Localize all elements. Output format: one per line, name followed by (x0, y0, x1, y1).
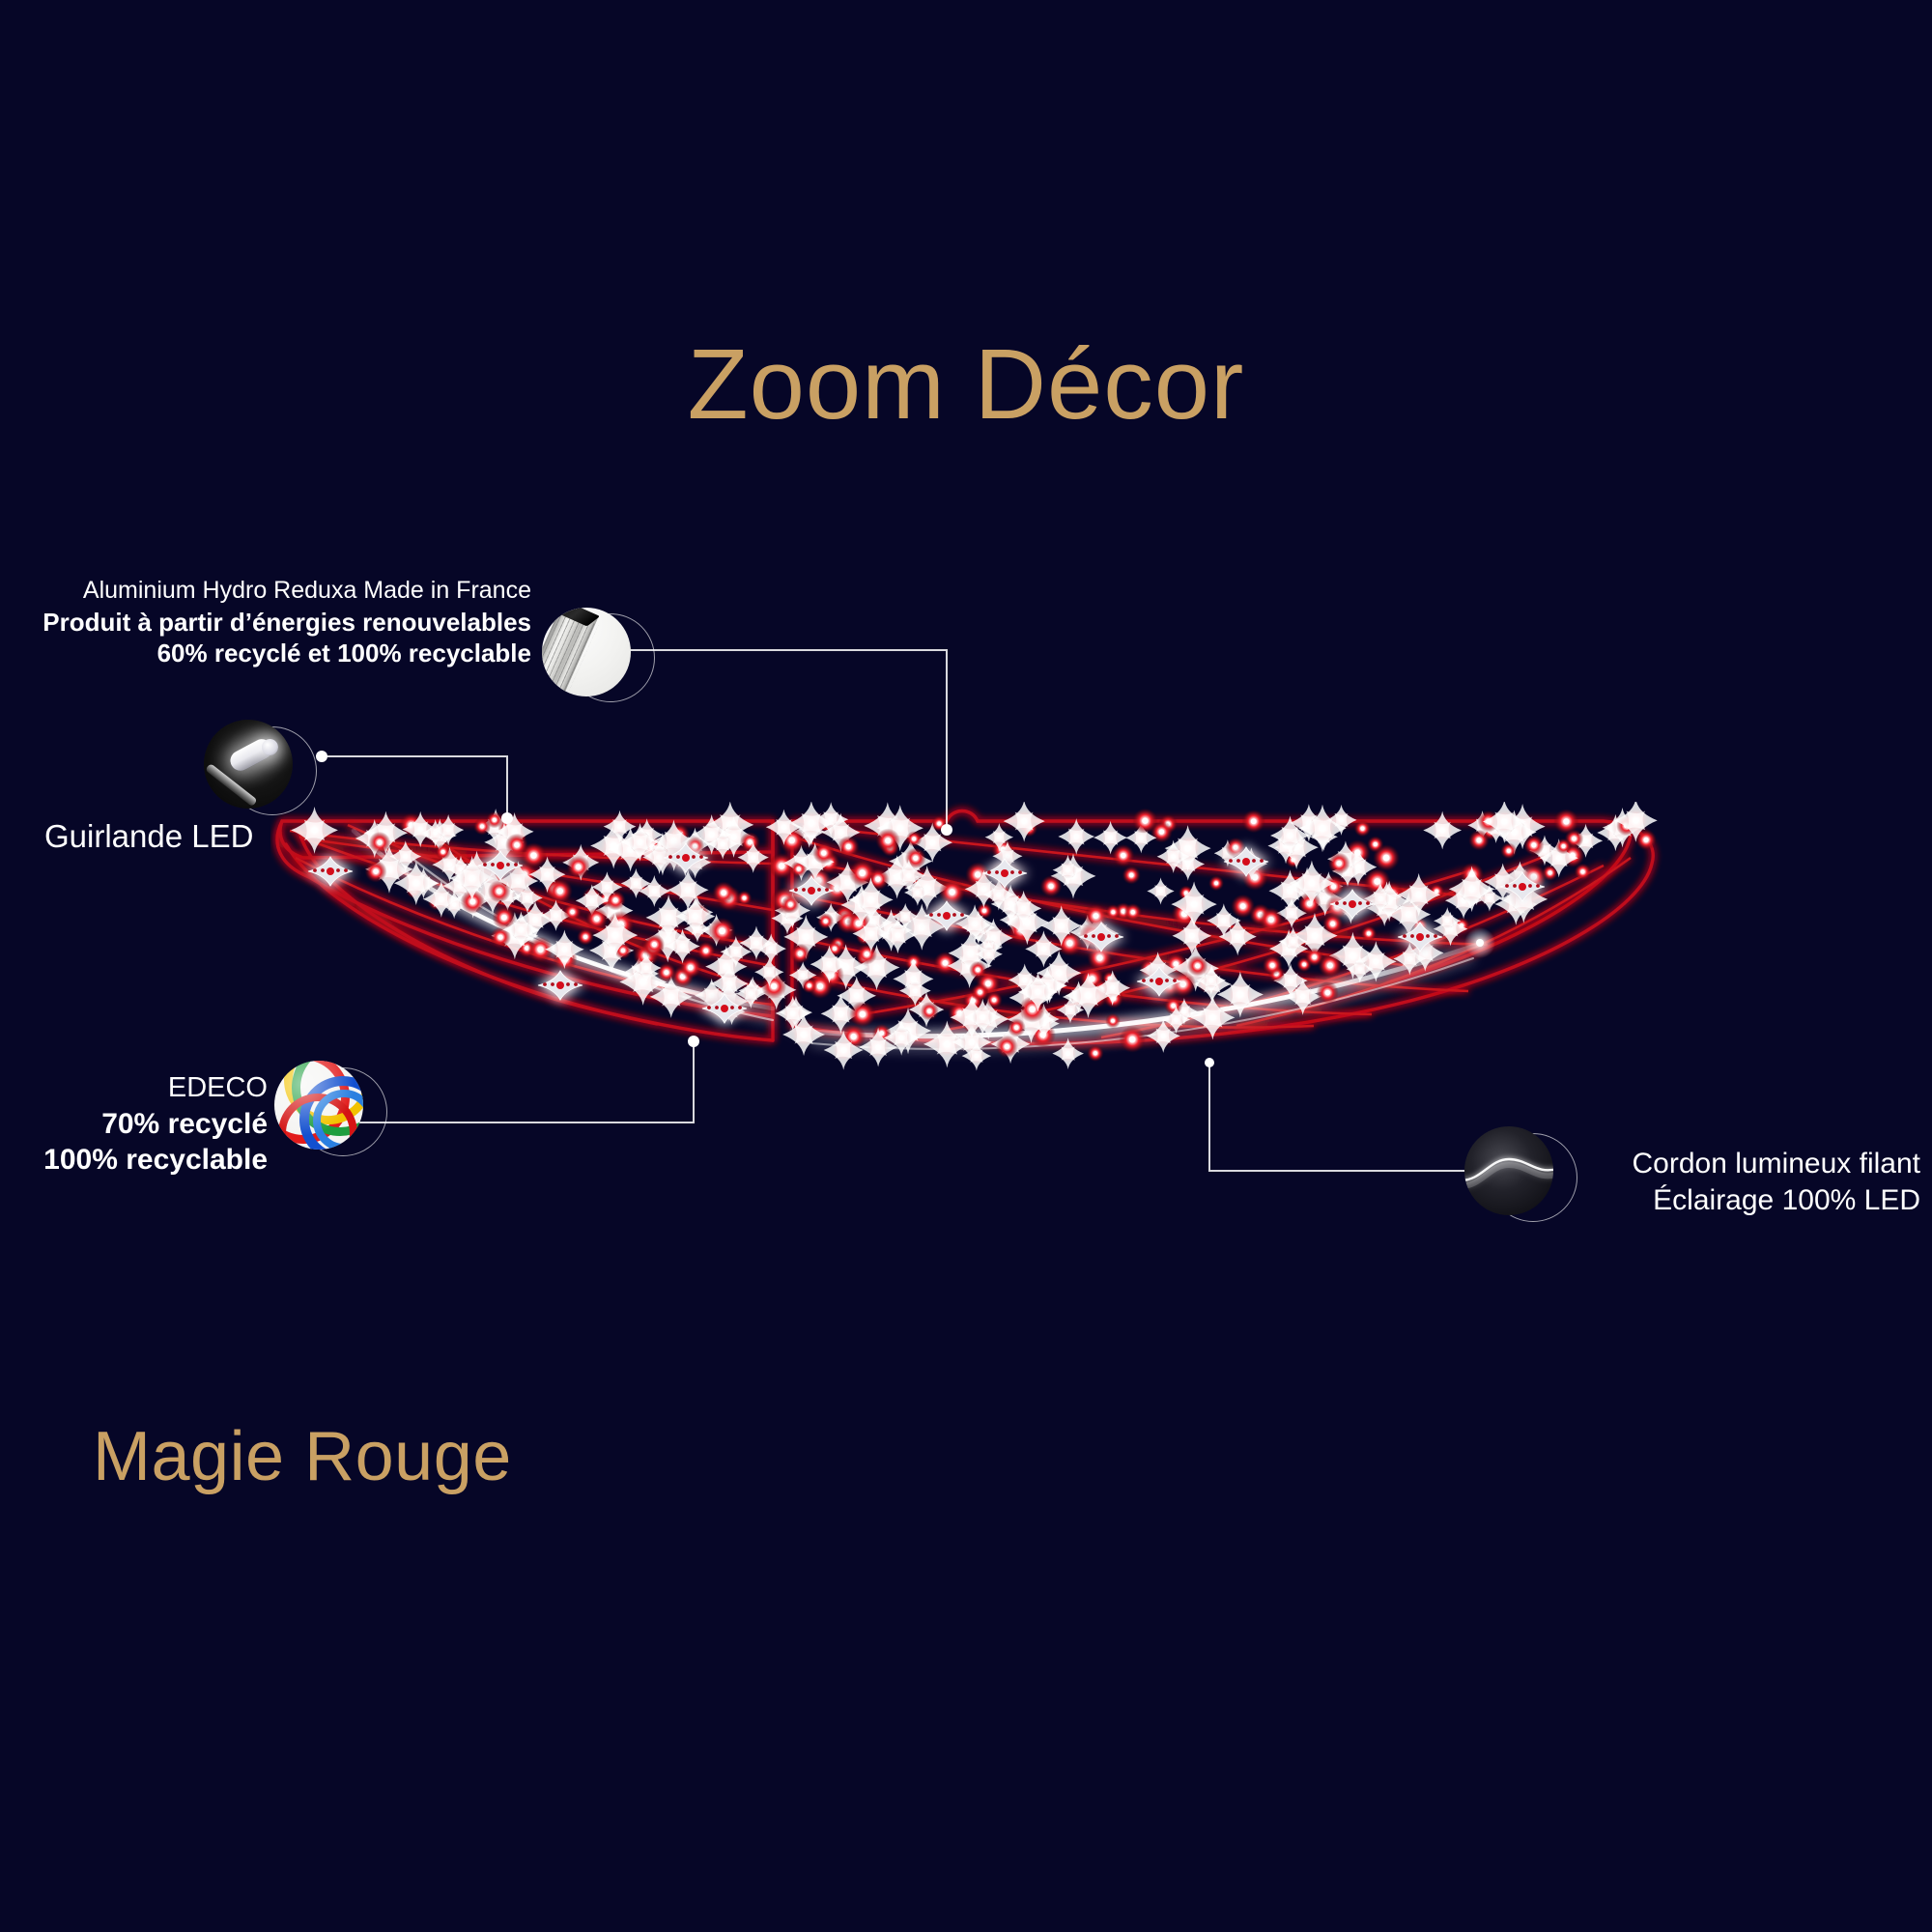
magie-rouge-decor-illustration (270, 802, 1690, 1092)
callout-guirlande-line-1: Guirlande LED (44, 818, 254, 854)
aluminium-profile-icon (542, 608, 631, 696)
callout-edeco-line-3: 100% recyclable (43, 1144, 268, 1177)
page-title: Zoom Décor (687, 328, 1245, 440)
callout-edeco-line-2: 70% recyclé (101, 1107, 268, 1140)
light-cord-icon (1464, 1126, 1553, 1215)
callout-aluminium-line-2: Produit à partir d’énergies renouvelable… (43, 607, 531, 637)
callout-cordon-line-2: Éclairage 100% LED (1653, 1183, 1920, 1216)
callout-aluminium: Aluminium Hydro Reduxa Made in France Pr… (43, 576, 531, 669)
callout-cordon-line-1: Cordon lumineux filant (1632, 1148, 1921, 1179)
callout-edeco-line-1: EDECO (167, 1072, 268, 1103)
edeco-recycled-plastic-icon (274, 1061, 363, 1150)
callout-edeco: EDECO 70% recyclé 100% recyclable (0, 1070, 268, 1179)
leader-dot-guirlande-start (316, 751, 327, 762)
decor-name-title: Magie Rouge (93, 1418, 512, 1495)
callout-guirlande: Guirlande LED (44, 816, 253, 857)
callout-aluminium-line-3: 60% recyclé et 100% recyclable (156, 639, 531, 668)
led-bulb-icon (204, 720, 293, 809)
callout-cordon: Cordon lumineux filant Éclairage 100% LE… (1592, 1146, 1921, 1219)
callout-aluminium-line-1: Aluminium Hydro Reduxa Made in France (82, 577, 531, 604)
